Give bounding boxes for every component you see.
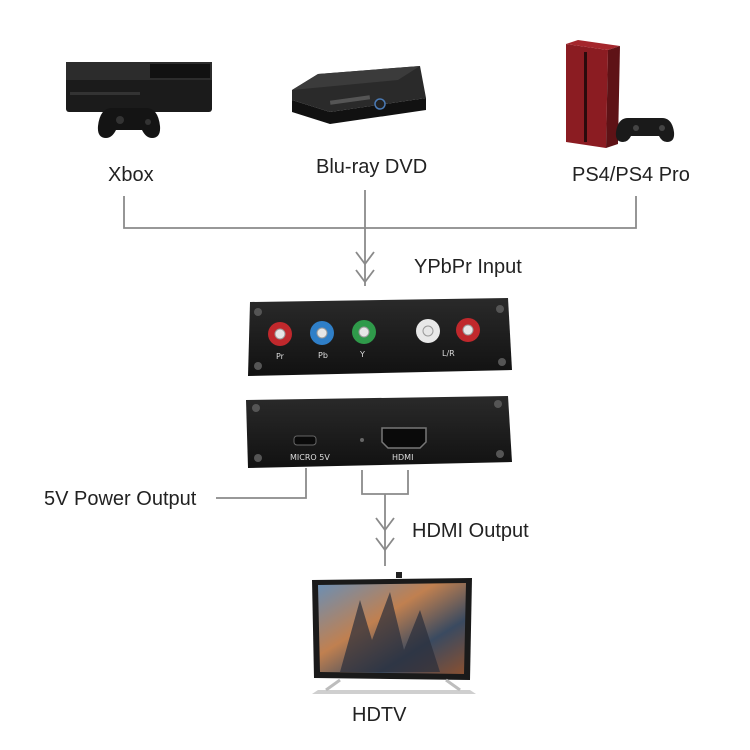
rca-port-center xyxy=(422,325,434,337)
source-label-bluray: Blu-ray DVD xyxy=(316,156,428,178)
rca-port-center xyxy=(462,324,474,336)
hdtv-icon xyxy=(312,572,476,694)
audio-port-label: L/R xyxy=(442,349,455,358)
bluray-player-icon xyxy=(292,66,426,124)
rca-port-center xyxy=(274,328,286,340)
ypbpr-ports: Pr Pb Y L/R xyxy=(268,318,480,361)
source-label-xbox: Xbox xyxy=(108,164,154,186)
rca-port-label: Y xyxy=(359,350,365,359)
micro-usb-port xyxy=(293,435,317,446)
input-label: YPbPr Input xyxy=(414,256,522,278)
output-lines xyxy=(216,468,409,566)
source-label-ps4: PS4/PS4 Pro xyxy=(572,164,690,186)
hdmi-output-label: HDMI Output xyxy=(412,520,529,542)
hdmi-port xyxy=(381,427,427,449)
hdtv-label: HDTV xyxy=(352,704,407,726)
micro-port-label: MICRO 5V xyxy=(290,453,330,462)
rca-port-center xyxy=(316,327,328,339)
rca-port-center xyxy=(358,326,370,338)
xbox-console-icon xyxy=(66,62,212,138)
ps4-console-icon xyxy=(566,40,675,148)
rca-port-label: Pb xyxy=(318,351,328,360)
hdmi-port-label: HDMI xyxy=(392,453,413,462)
rca-port-label: Pr xyxy=(276,352,285,361)
source-lines xyxy=(123,190,637,286)
ypbpr-input-panel xyxy=(248,298,512,376)
hdmi-output-panel: MICRO 5V HDMI xyxy=(246,396,512,468)
power-output-label: 5V Power Output xyxy=(44,488,197,510)
